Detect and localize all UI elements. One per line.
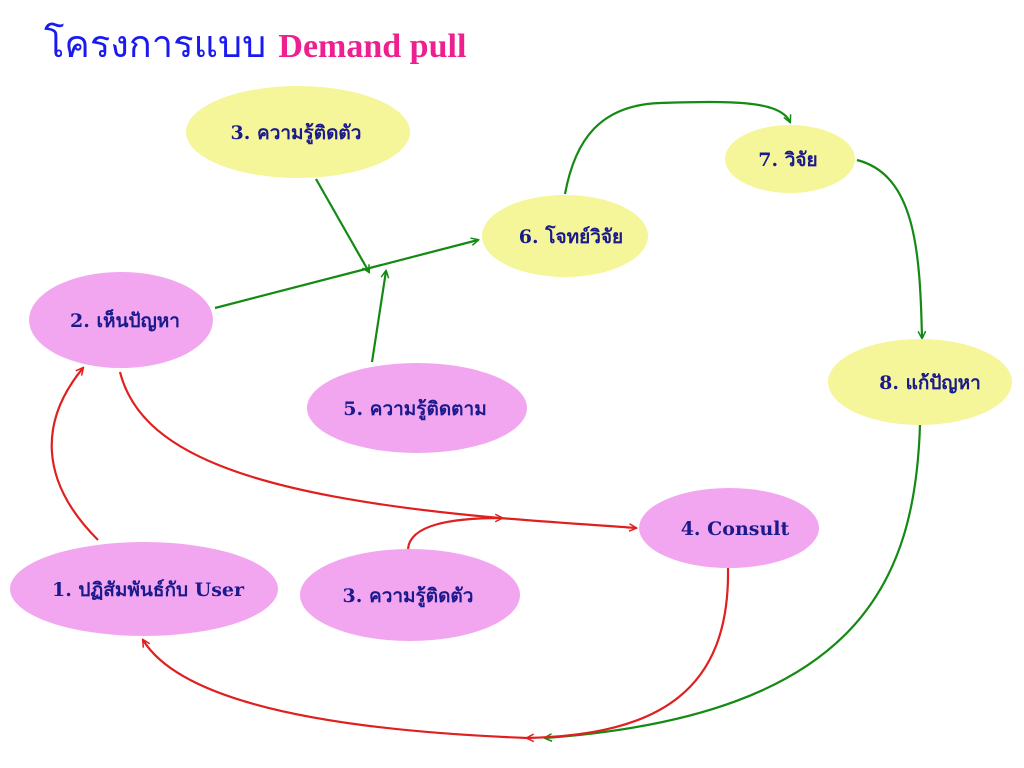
node-tacit-knowledge-top: 3. ความรู้ติดตัว — [186, 86, 410, 178]
node-label: 2. เห็นปัญหา — [70, 308, 180, 332]
title-english: Demand pull — [278, 28, 467, 65]
node-label: 1. ปฏิสัมพันธ์กับ User — [52, 579, 245, 601]
node-label: 6. โจทย์วิจัย — [519, 225, 623, 248]
edge-problem-to-consult — [118, 371, 636, 528]
edges — [50, 100, 922, 740]
node-label: 4. Consult — [681, 518, 790, 540]
node-label: 8. แก้ปัญหา — [879, 372, 981, 394]
node-see-problem: 2. เห็นปัญหา — [29, 272, 213, 368]
title-thai: โครงการแบบ — [44, 22, 267, 66]
node-followed-knowledge: 5. ความรู้ติดตาม — [307, 363, 527, 453]
edge-problem-to-research-question — [214, 240, 478, 310]
edge-research-to-solve-problem — [856, 158, 922, 338]
node-tacit-knowledge-bottom: 3. ความรู้ติดตัว — [300, 549, 520, 641]
nodes: 1. ปฏิสัมพันธ์กับ User 2. เห็นปัญหา 3. ค… — [10, 86, 1012, 641]
edge-tacit-knowledge-to-consult — [406, 518, 502, 550]
node-solve-problem: 8. แก้ปัญหา — [828, 339, 1012, 425]
edge-interaction-to-problem — [50, 368, 99, 541]
edge-solve-problem-to-bottom — [545, 424, 922, 738]
node-interaction-with-user: 1. ปฏิสัมพันธ์กับ User — [10, 542, 278, 636]
node-consult: 4. Consult — [639, 488, 819, 568]
node-label: 7. วิจัย — [758, 149, 817, 171]
slide-title: โครงการแบบ Demand pull — [44, 12, 466, 79]
node-label: 3. ความรู้ติดตัว — [343, 585, 474, 608]
node-research-question: 6. โจทย์วิจัย — [482, 195, 648, 277]
edge-research-question-to-research — [563, 100, 790, 195]
edge-consult-to-bottom — [527, 567, 730, 738]
edge-tacit-knowledge-to-research-question — [315, 178, 369, 272]
node-research: 7. วิจัย — [725, 125, 855, 193]
node-label: 3. ความรู้ติดตัว — [231, 122, 362, 145]
edge-bottom-to-interaction — [143, 640, 528, 740]
node-label: 5. ความรู้ติดตาม — [343, 398, 486, 421]
edge-followed-knowledge-to-research-question — [370, 271, 386, 363]
